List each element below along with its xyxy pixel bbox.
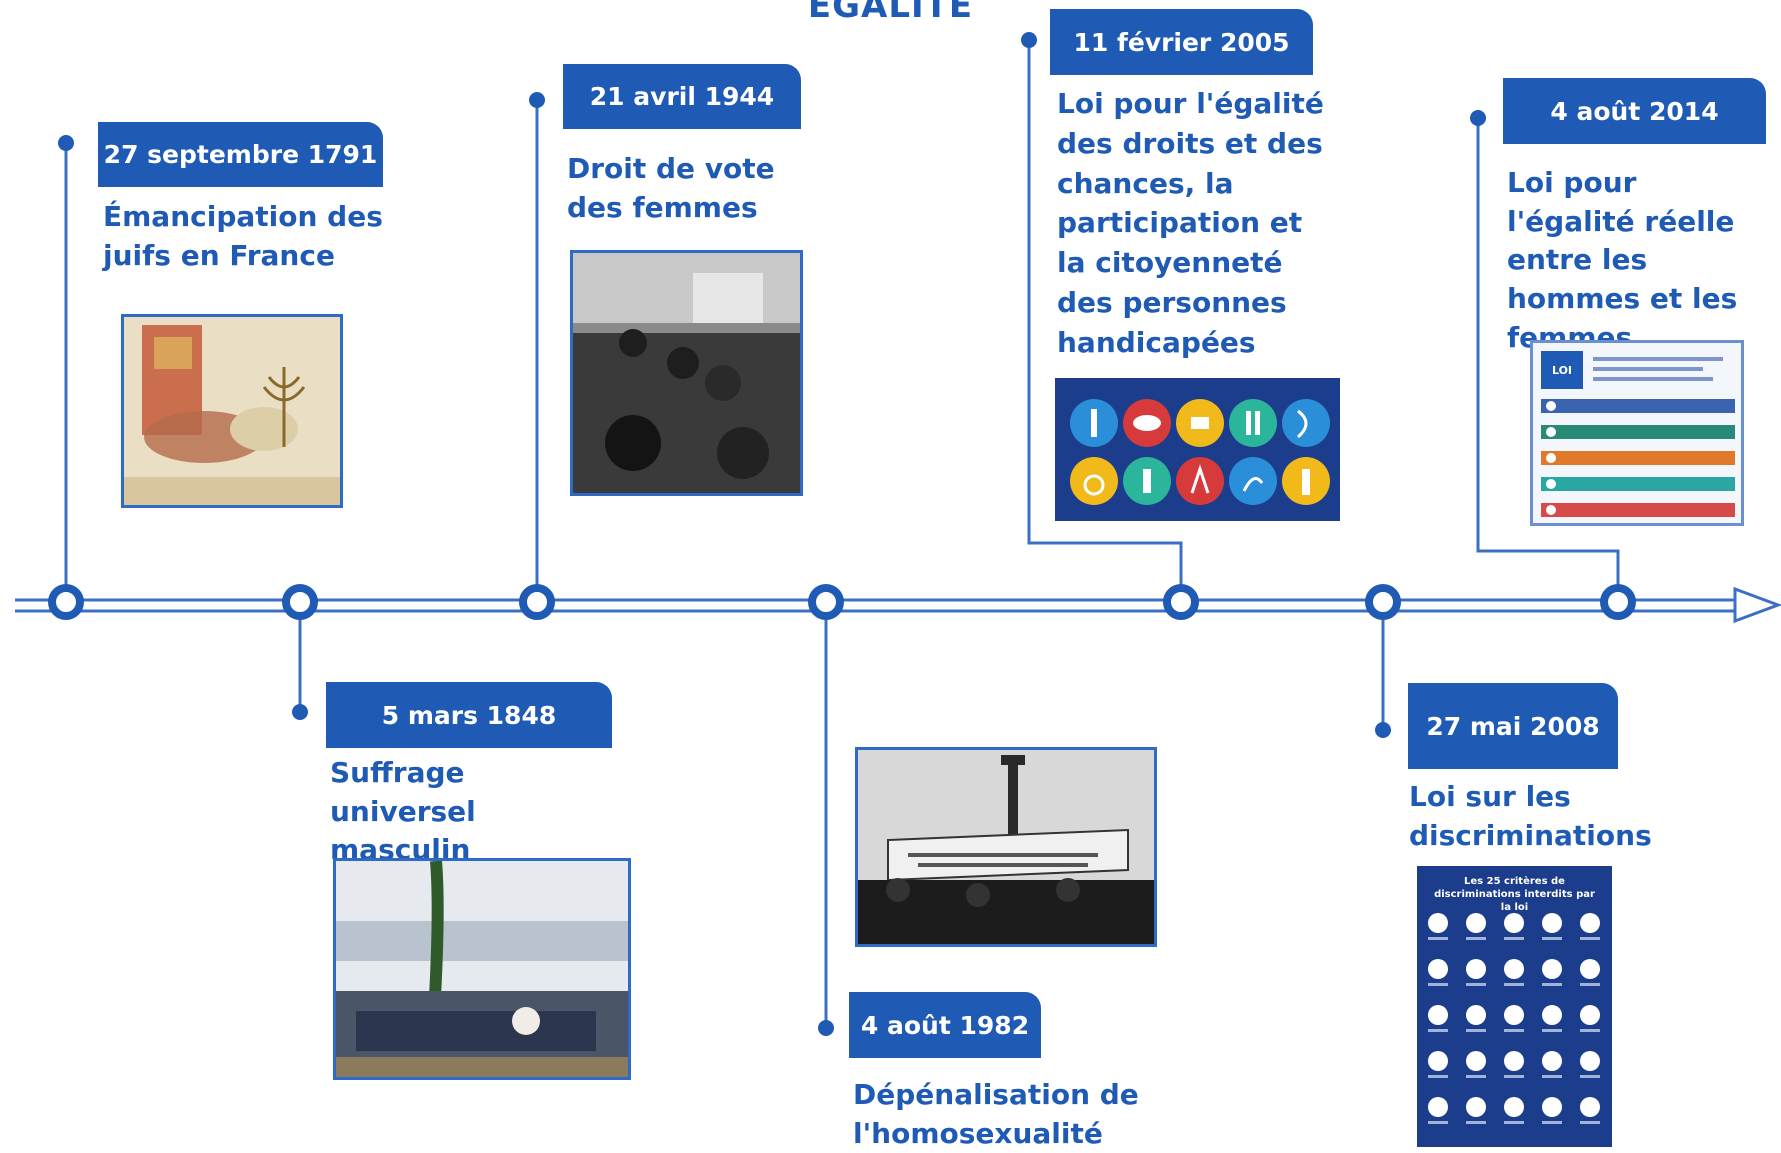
timeline-markers (48, 584, 1636, 620)
event-1848: Suffrage universel masculin (330, 756, 476, 867)
date-2014: 4 août 2014 (1503, 78, 1766, 144)
disability-icons-art (1058, 381, 1337, 518)
event-2014: Loi pour l'égalité réelle entre les homm… (1507, 166, 1738, 354)
photo-women-voting-queue (570, 250, 803, 496)
photo-demonstration-bastille (855, 747, 1157, 947)
marker-1791 (48, 584, 84, 620)
timeline-connectors (64, 40, 1620, 1028)
poster-icons-grid (1428, 913, 1600, 1124)
disability-icons-panel (1055, 378, 1340, 521)
painting-suffrage-crowd (333, 858, 631, 1080)
dot-1944 (529, 92, 545, 108)
page-title: ÉGALITÉ (807, 0, 974, 26)
dot-1791 (58, 135, 74, 151)
marker-2008 (1365, 584, 1401, 620)
marker-1944 (519, 584, 555, 620)
photo-demonstration-art (858, 750, 1154, 944)
date-1848: 5 mars 1848 (326, 682, 612, 748)
event-1944: Droit de vote des femmes (567, 152, 775, 224)
law-document: LOI (1530, 340, 1744, 526)
dot-1982 (818, 1020, 834, 1036)
dot-2014 (1470, 110, 1486, 126)
painting-suffrage-art (336, 861, 628, 1077)
date-2008: 27 mai 2008 (1408, 683, 1618, 769)
dot-2005 (1021, 32, 1037, 48)
timeline-arrowhead (1733, 586, 1781, 624)
date-1791: 27 septembre 1791 (98, 122, 383, 187)
marker-2014 (1600, 584, 1636, 620)
painting-emancipation (121, 314, 343, 508)
law-document-art (1541, 357, 1735, 517)
painting-emancipation-art (124, 317, 340, 505)
marker-1982 (808, 584, 844, 620)
poster-heading: Les 25 critères de discriminations inter… (1434, 876, 1595, 913)
discrimination-criteria-poster: Les 25 critères de discriminations inter… (1417, 866, 1612, 1147)
date-2005: 11 février 2005 (1050, 9, 1313, 75)
connector-2005 (1027, 40, 1183, 605)
event-2008: Loi sur les discriminations (1409, 780, 1652, 852)
connector-2014 (1476, 118, 1620, 605)
law-document-label: LOI (1541, 351, 1583, 389)
event-1982: Dépénalisation de l'homosexualité (853, 1078, 1139, 1150)
disability-icons-row2 (1070, 457, 1330, 505)
marker-1848 (282, 584, 318, 620)
date-1944: 21 avril 1944 (563, 64, 801, 129)
event-2005: Loi pour l'égalité des droits et des cha… (1057, 87, 1324, 359)
event-1791: Émancipation des juifs en France (103, 200, 383, 272)
date-1982: 4 août 1982 (849, 992, 1041, 1058)
dot-2008 (1375, 722, 1391, 738)
dot-1848 (292, 704, 308, 720)
photo-women-voting-art (573, 253, 800, 493)
connector-dots (58, 32, 1486, 1036)
marker-2005 (1163, 584, 1199, 620)
